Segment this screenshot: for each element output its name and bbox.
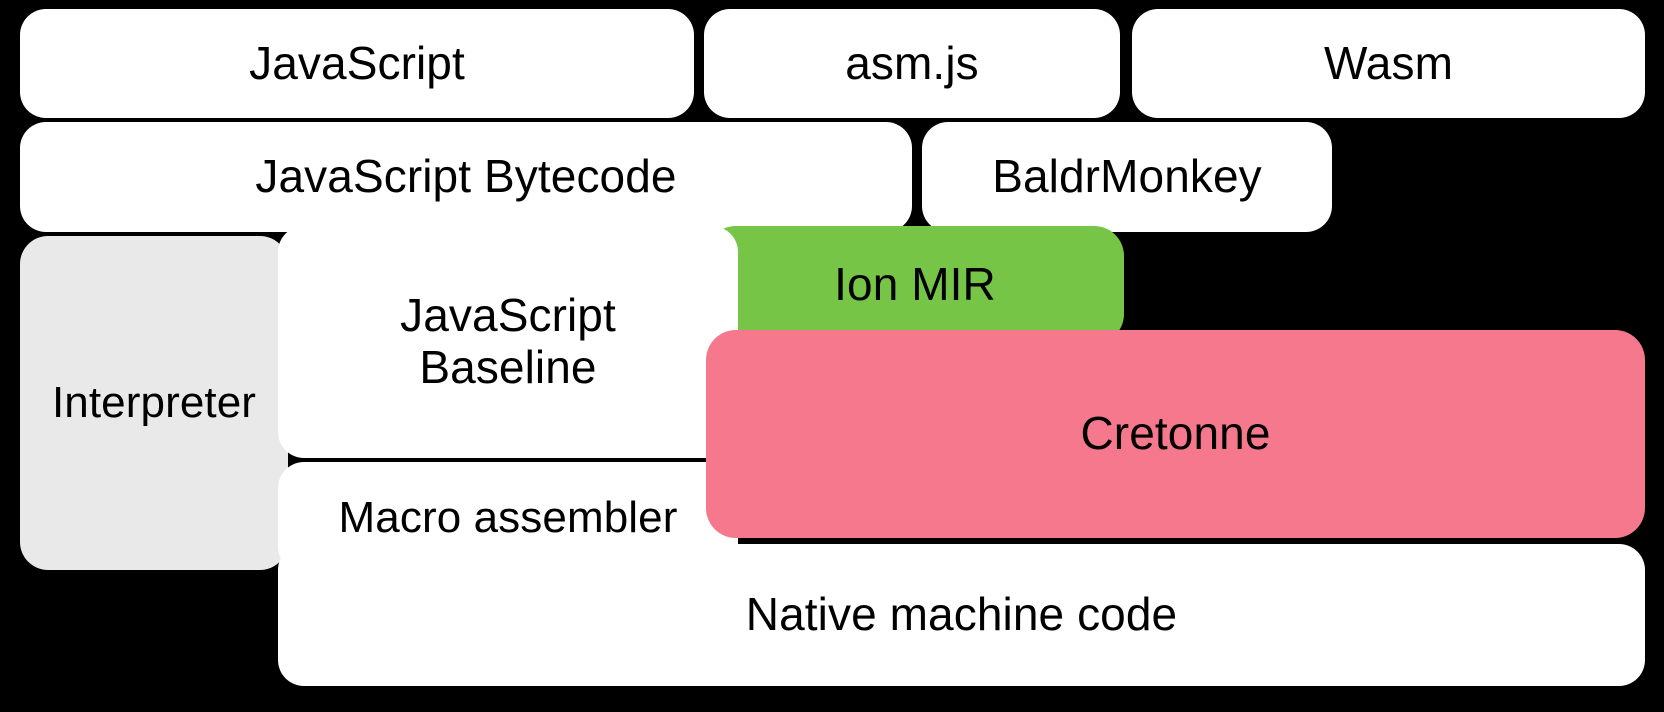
node-javascript-baseline[interactable]: JavaScript Baseline: [278, 226, 738, 458]
node-javascript[interactable]: JavaScript: [20, 9, 694, 118]
node-native-machine-code[interactable]: Native machine code: [278, 544, 1645, 686]
node-cretonne[interactable]: Cretonne: [706, 330, 1645, 538]
node-javascript-bytecode[interactable]: JavaScript Bytecode: [20, 122, 912, 232]
node-ion-mir[interactable]: Ion MIR: [706, 226, 1124, 344]
node-asmjs[interactable]: asm.js: [704, 9, 1120, 118]
node-baldrmonkey[interactable]: BaldrMonkey: [922, 122, 1332, 232]
node-interpreter[interactable]: Interpreter: [20, 236, 288, 570]
node-wasm[interactable]: Wasm: [1132, 9, 1645, 118]
